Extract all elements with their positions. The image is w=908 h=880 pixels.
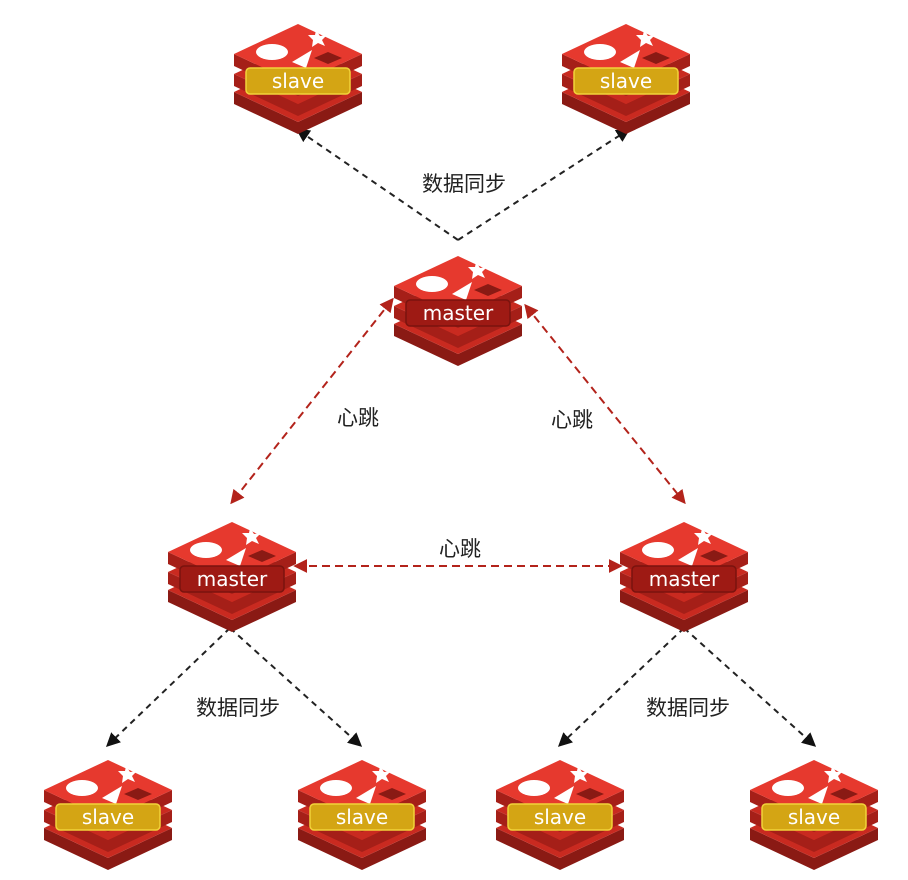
redis-logo-icon [642, 528, 728, 566]
top-master-node: master [394, 256, 522, 366]
node-label: slave [272, 69, 324, 93]
right-slave-2-node: slave [750, 760, 878, 870]
right-sync-label: 数据同步 [646, 696, 730, 720]
node-label-band [405, 299, 511, 327]
node-label-band [507, 803, 613, 831]
node-label: slave [788, 805, 840, 829]
heartbeat-edge-top-right [524, 303, 686, 505]
node-label-band [55, 803, 161, 831]
sync-edge-right-2 [683, 627, 817, 747]
redis-logo-icon [772, 766, 858, 804]
top-sync-label: 数据同步 [422, 172, 506, 196]
node-label: slave [82, 805, 134, 829]
redis-logo-icon [190, 528, 276, 566]
right-slave-1-node: slave [496, 760, 624, 870]
heartbeat-label-bottom: 心跳 [439, 537, 481, 561]
sync-edge-left-2 [229, 627, 363, 747]
node-label-band [631, 565, 737, 593]
node-label-band [309, 803, 415, 831]
sync-edge-top-right [457, 128, 631, 241]
right-master-node: master [620, 522, 748, 632]
left-master-node: master [168, 522, 296, 632]
left-slave-2-node: slave [298, 760, 426, 870]
left-sync-label: 数据同步 [196, 696, 280, 720]
node-label: slave [534, 805, 586, 829]
node-label-band [573, 67, 679, 95]
redis-logo-icon [66, 766, 152, 804]
redis-logo-icon [416, 262, 502, 300]
node-label-band [761, 803, 867, 831]
node-label: slave [600, 69, 652, 93]
left-slave-1-node: slave [44, 760, 172, 870]
redis-logo-icon [518, 766, 604, 804]
node-label: master [423, 301, 494, 325]
redis-logo-icon [320, 766, 406, 804]
heartbeat-edge-top-left [230, 297, 394, 505]
node-label-band [245, 67, 351, 95]
node-label: master [649, 567, 720, 591]
heartbeat-label-top-left: 心跳 [337, 406, 379, 430]
node-label: master [197, 567, 268, 591]
heartbeat-label-top-right: 心跳 [551, 408, 593, 432]
redis-logo-icon [584, 30, 670, 68]
top-slave-1-node: slave [234, 24, 362, 134]
node-label-band [179, 565, 285, 593]
top-slave-2-node: slave [562, 24, 690, 134]
redis-logo-icon [256, 30, 342, 68]
node-label: slave [336, 805, 388, 829]
